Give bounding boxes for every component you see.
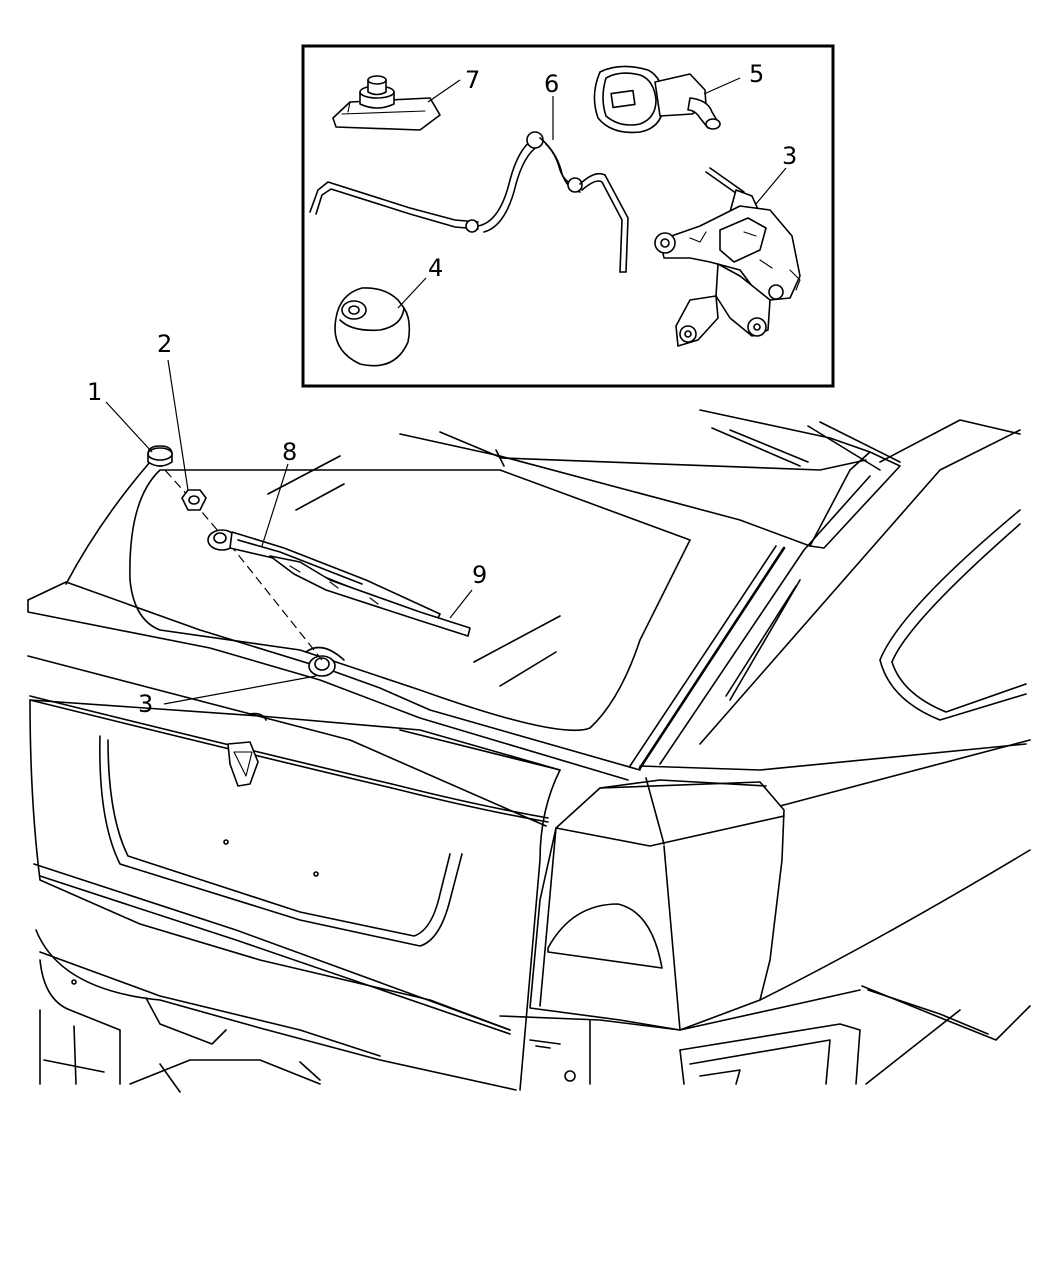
callout-2: 2 <box>157 330 172 358</box>
part-1-cap <box>147 445 173 467</box>
leader-4 <box>397 277 427 309</box>
callout-6: 6 <box>544 70 559 98</box>
inset-panel <box>301 44 835 388</box>
leader-5 <box>703 77 741 95</box>
leader-8 <box>261 463 289 547</box>
callout-3-inset: 3 <box>782 142 797 170</box>
part-5-grommet <box>593 65 721 134</box>
vehicle-rear-view <box>27 359 1031 1093</box>
part-9-wiper-blade <box>269 555 471 637</box>
leader-3-main <box>163 675 317 705</box>
callout-5: 5 <box>749 60 764 88</box>
callout-4: 4 <box>428 254 443 282</box>
part-7-clip-nut <box>332 75 441 131</box>
callout-9: 9 <box>472 561 487 589</box>
callout-8: 8 <box>282 438 297 466</box>
callout-labels: 1 2 8 9 3 7 6 5 3 4 <box>87 60 797 718</box>
part-2-nut <box>181 489 207 511</box>
part-6-washer-hose <box>309 131 629 273</box>
callout-3-main: 3 <box>138 690 153 718</box>
leader-9 <box>449 589 473 619</box>
leader-7 <box>427 79 461 103</box>
part-3-wiper-motor <box>654 167 801 347</box>
part-4-grommet <box>334 287 411 367</box>
part-3-pivot-stud <box>308 655 336 677</box>
callout-1: 1 <box>87 378 102 406</box>
callout-7: 7 <box>465 66 480 94</box>
leader-1 <box>105 401 153 453</box>
leader-2 <box>167 359 189 491</box>
leader-3-inset <box>755 167 787 205</box>
